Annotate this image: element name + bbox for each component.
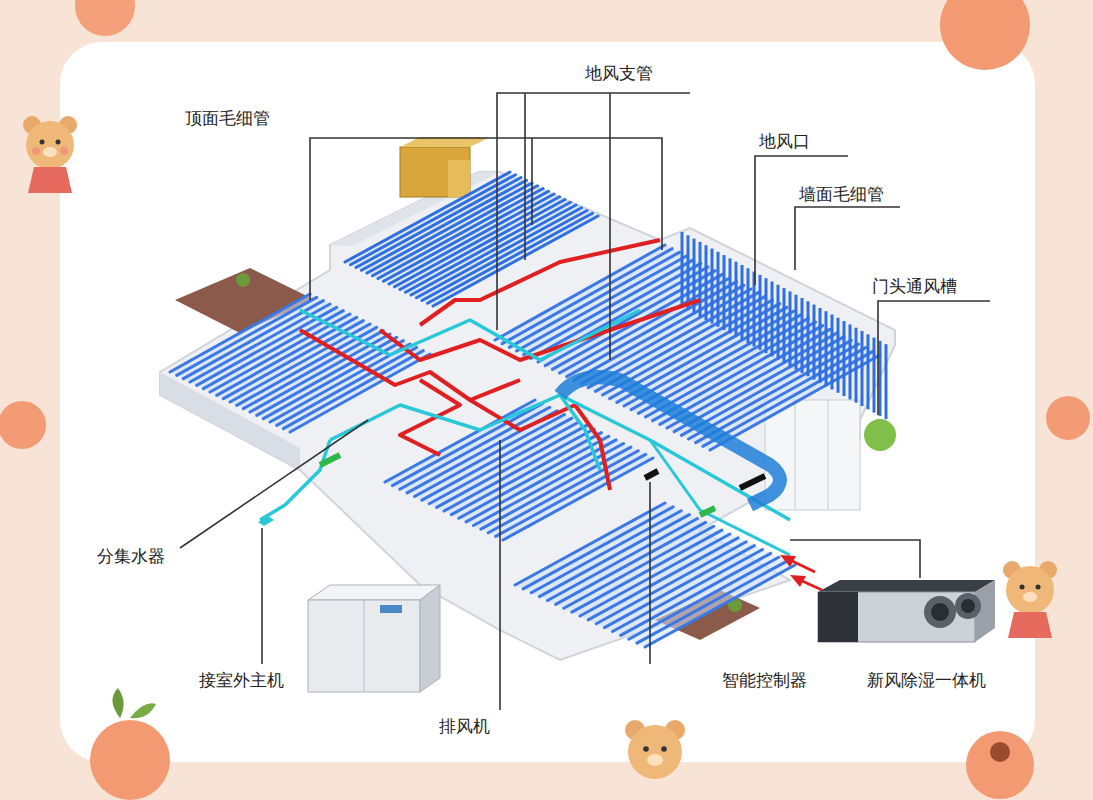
- panel: [60, 42, 1035, 762]
- part-label: 接室外主机: [197, 670, 286, 690]
- wall-capillary: [873, 338, 876, 413]
- wall-capillary: [843, 321, 846, 396]
- wall-capillary: [789, 291, 792, 366]
- capillary-pipe: [703, 351, 873, 446]
- capillary-pipe: [389, 194, 554, 284]
- capillary-pipe: [451, 433, 601, 515]
- part-label: 智能控制器: [720, 670, 809, 690]
- wall-capillary: [729, 258, 732, 333]
- capillary-pipe: [417, 208, 582, 298]
- wall-capillary: [723, 255, 726, 330]
- wall-capillary: [759, 275, 762, 350]
- part-label: 门头通风槽: [870, 276, 959, 296]
- capillary-pipe: [474, 444, 624, 526]
- capillary-pipe: [545, 271, 715, 366]
- capillary-pipe: [696, 348, 866, 443]
- capillary-pipe: [637, 561, 787, 643]
- wall-capillary: [771, 282, 774, 357]
- capillary-pipe: [444, 429, 594, 511]
- wall-capillary: [681, 232, 684, 307]
- capillary-pipe: [596, 542, 746, 624]
- part-label: 地风口: [757, 131, 812, 151]
- wall-capillary: [717, 252, 720, 327]
- capillary-pipe: [378, 189, 543, 279]
- part-label: 顶面毛细管: [183, 108, 272, 128]
- wall-capillary: [807, 301, 810, 376]
- wall-capillary: [837, 318, 840, 393]
- capillary-pipes: [170, 172, 886, 647]
- wall-capillary: [765, 278, 768, 353]
- pipe-panel: [515, 503, 795, 647]
- capillary-pipe: [496, 454, 646, 536]
- part-label: 地风支管: [583, 63, 655, 83]
- capillary-pipe: [459, 436, 609, 518]
- capillary-pipe: [502, 249, 672, 344]
- capillary-pipe: [488, 451, 638, 533]
- wall-capillary: [705, 245, 708, 320]
- leader-lines: [180, 93, 990, 710]
- capillary-pipe: [422, 418, 572, 500]
- wall-capillary: [861, 331, 864, 406]
- capillary-pipe: [437, 425, 587, 507]
- capillary-pipe: [645, 565, 795, 647]
- capillary-pipe: [531, 263, 701, 358]
- wall-capillary: [867, 334, 870, 409]
- wall-capillary: [783, 288, 786, 363]
- wall-capillary: [885, 344, 888, 419]
- capillary-pipe: [629, 557, 779, 639]
- wall-capillary: [777, 285, 780, 360]
- pipe-panel: [345, 172, 598, 306]
- wall-capillary: [801, 298, 804, 373]
- capillary-pipe: [560, 278, 730, 373]
- wall-capillary: [849, 324, 852, 399]
- wall-capillary: [819, 308, 822, 383]
- capillary-pipe: [613, 550, 763, 632]
- wall-capillary: [825, 311, 828, 386]
- capillary-pipe: [384, 191, 549, 281]
- wall-capillary: [741, 265, 744, 340]
- capillary-pipe: [429, 422, 579, 504]
- wall-capillary: [879, 341, 882, 416]
- wall-capillary: [831, 315, 834, 390]
- wall-capillary: [687, 235, 690, 310]
- capillary-pipe: [406, 202, 571, 292]
- capillary-pipe: [385, 400, 535, 482]
- wall-capillary: [747, 268, 750, 343]
- house: [160, 137, 896, 660]
- capillary-pipe: [400, 200, 565, 290]
- capillary-pipe: [411, 205, 576, 295]
- capillary-pipe: [524, 260, 694, 355]
- part-label: 分集水器: [95, 546, 167, 566]
- capillary-pipe: [604, 546, 754, 628]
- wall-capillary: [795, 295, 798, 370]
- air-arrows: [780, 555, 822, 590]
- wall-capillary: [855, 328, 858, 403]
- part-label: 墙面毛细管: [797, 184, 886, 204]
- wall-capillary: [813, 305, 816, 380]
- outdoor-unit: [308, 585, 440, 692]
- fresh-air-unit: [818, 580, 995, 642]
- wall-capillary: [711, 249, 714, 324]
- ducts: [258, 240, 790, 555]
- part-label: 新风除湿一体机: [865, 670, 988, 690]
- wall-capillary: [735, 262, 738, 337]
- wall-capillary: [699, 242, 702, 317]
- capillary-pipe: [621, 553, 771, 635]
- part-label: 排风机: [437, 716, 492, 736]
